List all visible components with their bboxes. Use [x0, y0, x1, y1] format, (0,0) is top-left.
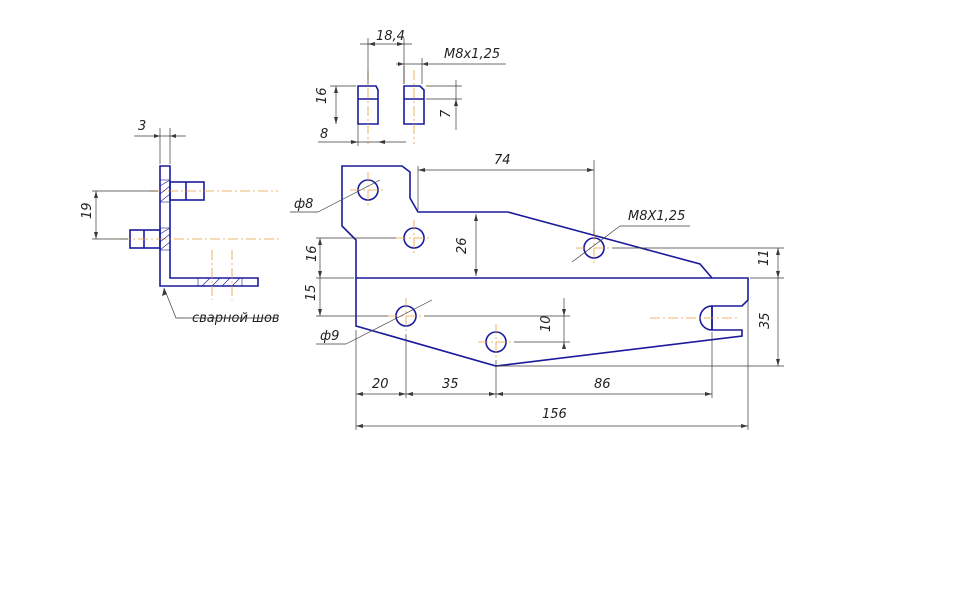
plate-dimensions: ф8 ф9 M8X1,25 74 26 16 15	[290, 153, 784, 430]
pin-body-label: 8	[320, 127, 328, 142]
side-spacing-label: 19	[80, 202, 95, 219]
dim-35-bottom: 35	[442, 377, 459, 392]
pin-left	[357, 70, 379, 144]
dim-10: 10	[539, 315, 554, 332]
side-thickness-label: 3	[138, 119, 146, 134]
dim-16-left: 16	[305, 245, 320, 262]
hole-top-dia: ф8	[294, 197, 313, 212]
dim-15-left: 15	[304, 284, 319, 301]
pin-thread-label: M8x1,25	[444, 47, 500, 62]
plate	[341, 165, 749, 367]
pin-thread-len-label: 7	[439, 109, 454, 118]
dim-20-bottom: 20	[372, 377, 389, 392]
dim-26: 26	[455, 237, 470, 254]
dim-35-right: 35	[758, 312, 773, 329]
weld-hatch	[159, 179, 243, 287]
weld-note: сварной шов	[192, 311, 280, 326]
dim-86-bottom: 86	[594, 377, 611, 392]
side-view: 3 19 сварной шов	[80, 119, 280, 326]
pin-right	[403, 70, 425, 144]
thread-hole-label: M8X1,25	[628, 209, 685, 224]
plate-holes	[350, 172, 740, 360]
pin-height-label: 16	[315, 87, 330, 104]
pin-dimensions: 18,4 M8x1,25 16 8 7	[315, 29, 506, 146]
dim-11-right: 11	[757, 249, 772, 266]
dim-156-overall: 156	[542, 407, 567, 422]
dim-74: 74	[494, 153, 511, 168]
pin-width-label: 18,4	[376, 29, 405, 44]
hole-bottom-dia: ф9	[320, 329, 339, 344]
